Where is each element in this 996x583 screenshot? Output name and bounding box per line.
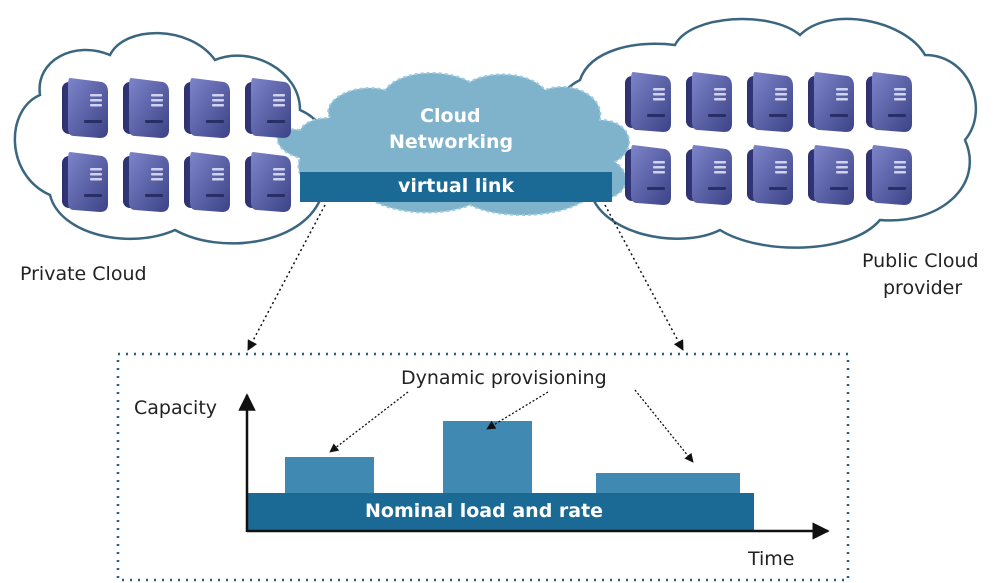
capacity-axis-label: Capacity xyxy=(134,397,218,419)
dynamic-provisioning-label: Dynamic provisioning xyxy=(401,367,607,389)
server-icon xyxy=(808,145,854,205)
server-icon xyxy=(62,78,108,138)
server-icon xyxy=(245,152,291,212)
provisioning-arrow-3 xyxy=(634,389,694,463)
public-cloud-servers xyxy=(625,72,912,205)
server-icon xyxy=(123,78,169,138)
nominal-load-bar xyxy=(247,493,754,530)
server-icon xyxy=(686,72,732,132)
server-icon xyxy=(686,145,732,205)
server-icon xyxy=(866,72,912,132)
server-icon xyxy=(184,152,230,212)
server-icon xyxy=(747,145,793,205)
server-icon xyxy=(808,72,854,132)
provisioning-detail-box xyxy=(116,352,850,582)
cloud-networking-title-line1: Cloud xyxy=(420,105,481,127)
private-cloud-label: Private Cloud xyxy=(20,263,147,285)
server-icon xyxy=(866,145,912,205)
virtual-link-bar xyxy=(300,172,612,202)
private-cloud-servers xyxy=(62,78,291,212)
nominal-load-label: Nominal load and rate xyxy=(365,500,604,522)
burst-bar-1 xyxy=(285,457,374,497)
public-cloud-label-line1: Public Cloud xyxy=(862,250,979,272)
server-icon xyxy=(123,152,169,212)
server-icon xyxy=(747,72,793,132)
time-axis-label: Time xyxy=(748,548,795,570)
public-cloud-label-line2: provider xyxy=(883,277,963,299)
server-icon xyxy=(625,72,671,132)
burst-bar-2 xyxy=(443,421,532,497)
server-icon xyxy=(625,145,671,205)
left-connector xyxy=(247,204,326,351)
server-icon xyxy=(245,78,291,138)
provisioning-arrow-1 xyxy=(329,391,409,453)
server-icon xyxy=(184,78,230,138)
cloud-networking-title-line2: Networking xyxy=(389,131,514,153)
server-icon xyxy=(62,152,108,212)
virtual-link-label: virtual link xyxy=(398,175,515,197)
